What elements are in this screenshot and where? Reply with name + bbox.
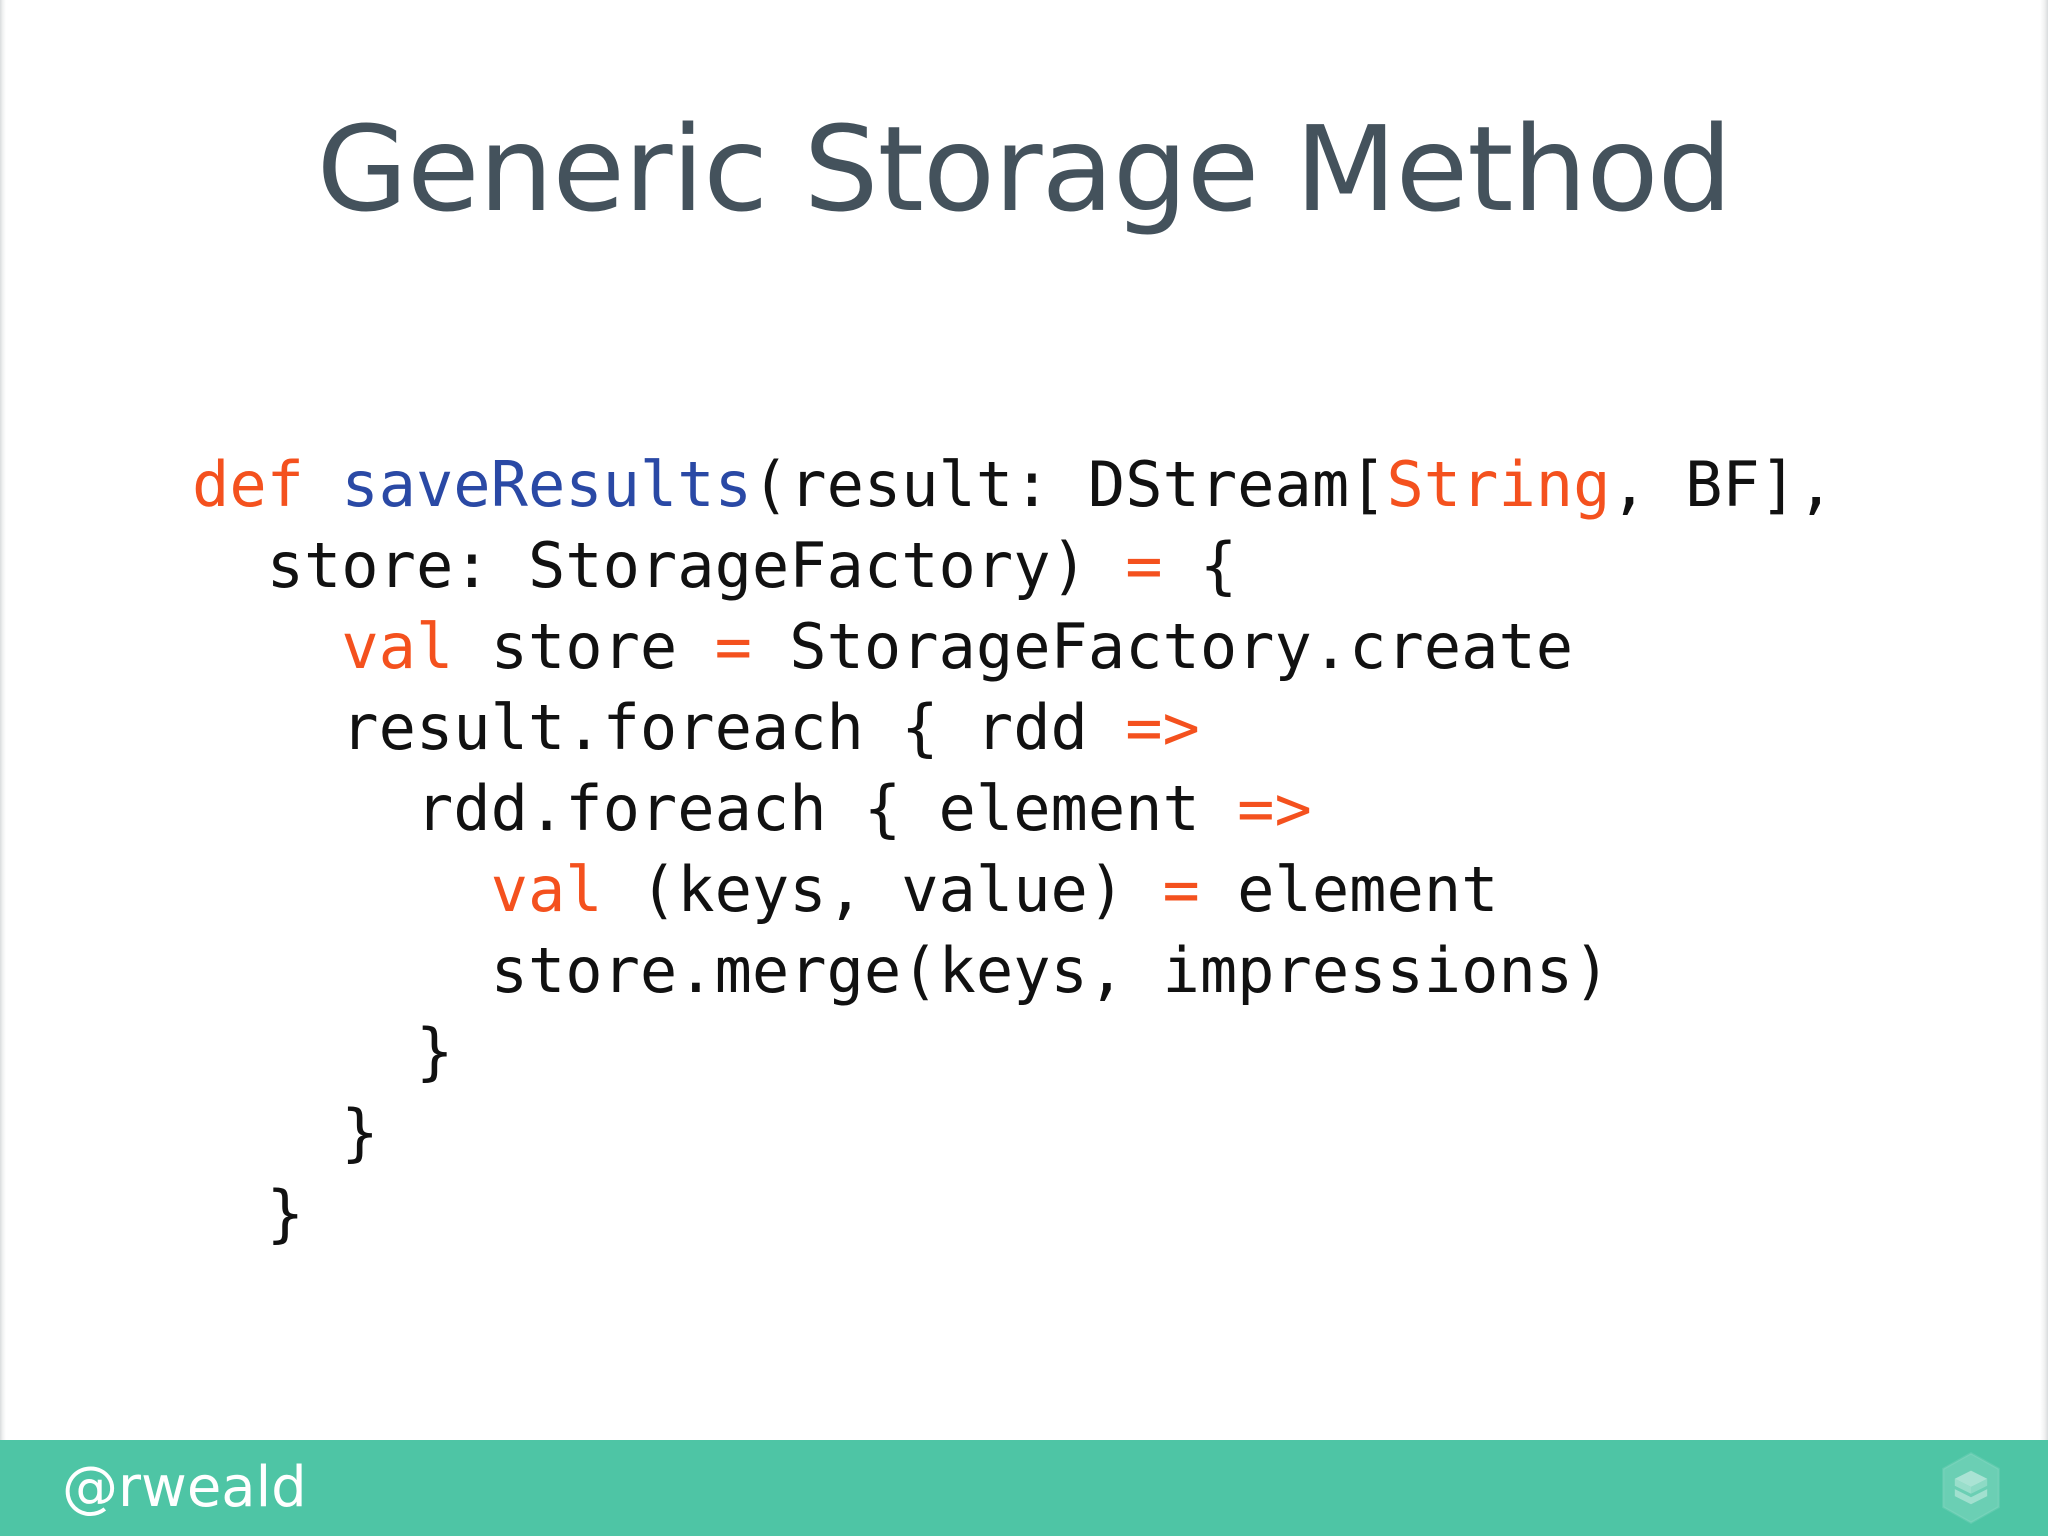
code-snippet: def saveResults(result: DStream[String, …: [192, 444, 1834, 1254]
code-token-plain: }: [192, 1015, 454, 1088]
code-token-plain: [192, 853, 491, 926]
code-token-plain: }: [192, 1177, 304, 1250]
code-line: store.merge(keys, impressions): [192, 930, 1834, 1011]
code-line: store: StorageFactory) = {: [192, 525, 1834, 606]
code-line: val (keys, value) = element: [192, 849, 1834, 930]
code-token-plain: }: [192, 1096, 379, 1169]
code-token-plain: (result: DStream[: [751, 448, 1387, 521]
code-line: def saveResults(result: DStream[String, …: [192, 444, 1834, 525]
code-line: val store = StorageFactory.create: [192, 606, 1834, 687]
code-token-plain: {: [1162, 529, 1238, 602]
code-line: }: [192, 1011, 1834, 1092]
page-title: Generic Storage Method: [316, 100, 1733, 239]
code-token-plain: store.merge(keys, impressions): [192, 934, 1611, 1007]
code-token-plain: StorageFactory.create: [751, 610, 1574, 683]
code-token-plain: (keys, value): [602, 853, 1163, 926]
code-token-plain: , BF],: [1610, 448, 1835, 521]
code-token-function: saveResults: [341, 448, 752, 521]
code-token-plain: result.foreach { rdd: [192, 691, 1126, 764]
code-token-keyword: val: [341, 610, 454, 683]
footer-bar: @rweald: [0, 1440, 2048, 1536]
code-line: result.foreach { rdd =>: [192, 687, 1834, 768]
code-token-operator: =: [1125, 529, 1163, 602]
code-line: }: [192, 1092, 1834, 1173]
code-token-operator: =>: [1237, 772, 1312, 845]
code-token-plain: rdd.foreach { element: [192, 772, 1238, 845]
code-token-operator: =: [714, 610, 752, 683]
code-token-plain: store: StorageFactory): [192, 529, 1126, 602]
code-token-plain: element: [1199, 853, 1499, 926]
code-token-keyword: def: [192, 448, 304, 521]
code-token-operator: =>: [1125, 691, 1200, 764]
speakerdeck-logo-icon: [1934, 1451, 2020, 1525]
code-token-plain: [304, 448, 341, 521]
author-handle: @rweald: [62, 1455, 307, 1520]
code-token-plain: [192, 610, 341, 683]
code-token-operator: =: [1162, 853, 1200, 926]
code-line: }: [192, 1173, 1834, 1254]
code-line: rdd.foreach { element =>: [192, 768, 1834, 849]
code-token-type: String: [1386, 448, 1611, 521]
code-token-keyword: val: [490, 853, 603, 926]
code-token-plain: store: [453, 610, 715, 683]
